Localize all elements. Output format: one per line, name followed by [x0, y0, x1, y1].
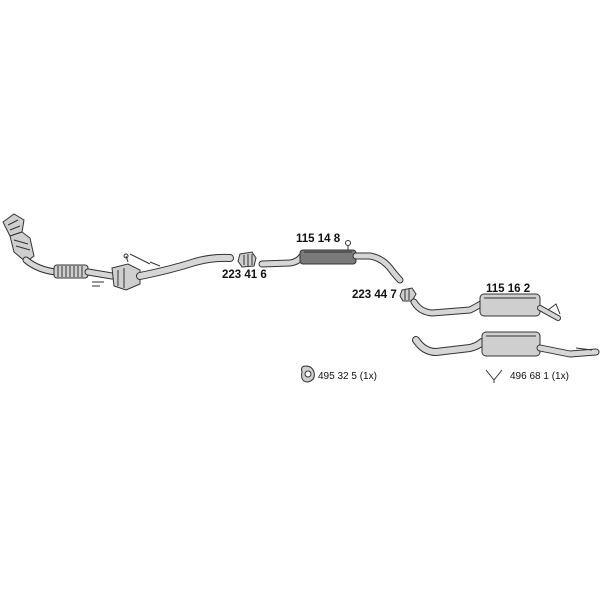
- front-pipe-catalytic-converter: [2, 213, 234, 291]
- clamp-label: 496 68 1 (1x): [510, 371, 569, 382]
- rubber-mount-icon: [301, 365, 315, 383]
- rear-silencer[interactable]: [410, 293, 561, 321]
- intermediate-pipe-part-number: 223 41 6: [222, 269, 267, 281]
- front-silencer-part-number: 115 14 8: [296, 233, 341, 245]
- intermediate-pipe[interactable]: [237, 251, 257, 268]
- rubber-mount-label: 495 32 5 (1x): [318, 371, 377, 382]
- rear-silencer-part-number: 115 16 2: [486, 283, 530, 295]
- v-clamp-icon: [485, 369, 503, 383]
- front-silencer[interactable]: [258, 240, 404, 284]
- rear-silencer-assembly: [412, 331, 600, 358]
- rear-connector-part-number: 223 44 7: [352, 289, 397, 301]
